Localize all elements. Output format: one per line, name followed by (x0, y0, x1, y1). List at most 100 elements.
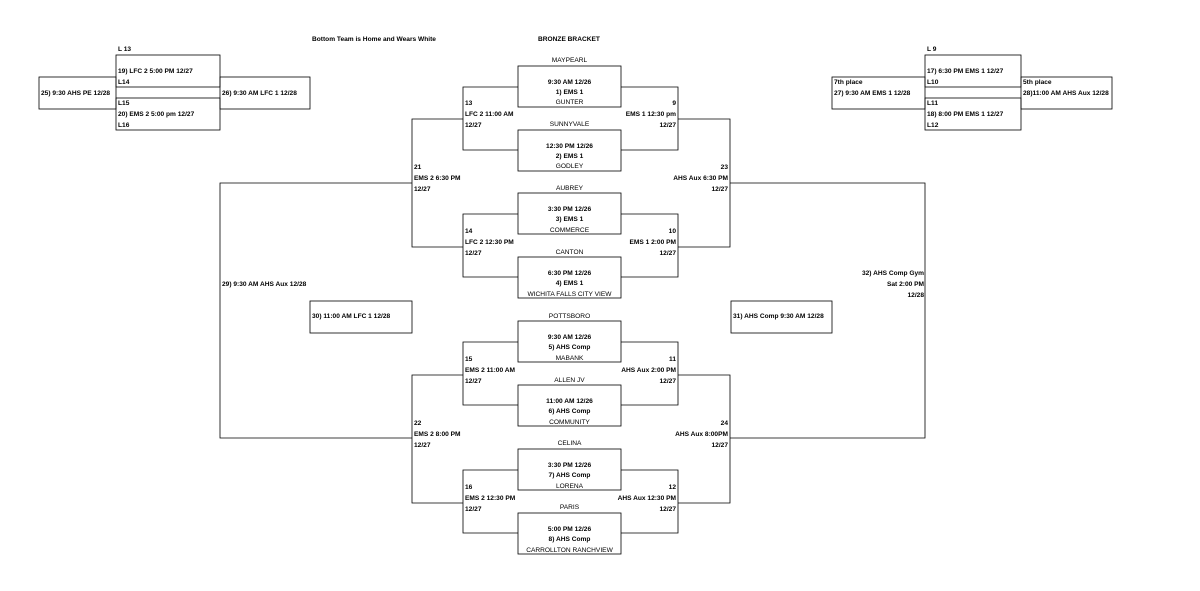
game-10-number: 10 (668, 228, 676, 235)
team-godley: GODLEY (555, 163, 584, 170)
game-11-number: 11 (669, 356, 676, 363)
game-24-connector (678, 374, 731, 504)
game-28-box (1020, 76, 1113, 110)
game-25-label: 25) 9:30 AHS PE 12/28 (41, 90, 111, 97)
game-15-connector (462, 341, 518, 406)
game-9-number: 9 (672, 100, 676, 107)
game-22-number: 22 (414, 420, 422, 427)
game-32-line2: Sat 2:00 PM (886, 281, 924, 288)
game-6-box (517, 384, 622, 427)
loser-16-label: L16 (118, 122, 130, 129)
game-23-connector (678, 118, 731, 248)
game-6-label: 6) AHS Comp (548, 408, 591, 415)
game-15-date: 12/27 (465, 378, 482, 385)
game-4-time: 6:30 PM 12/26 (547, 270, 592, 277)
game-17-box (924, 54, 1022, 88)
game-22-connector (411, 374, 463, 504)
seventh-place-label: 7th place (834, 79, 863, 86)
game-23-number: 23 (720, 164, 728, 171)
team-community: COMMUNITY (549, 419, 590, 426)
game-5-time: 9:30 AM 12/26 (547, 334, 592, 341)
game-28-label: 28)11:00 AM AHS Aux 12/28 (1023, 90, 1109, 97)
game-6-time: 11:00 AM 12/26 (546, 398, 593, 405)
game-2-time: 12:30 PM 12/26 (546, 143, 593, 150)
loser-10-label: L10 (927, 79, 939, 86)
game-31-label: 31) AHS Comp 9:30 AM 12/28 (733, 313, 824, 320)
game-13-connector (462, 86, 518, 151)
fifth-place-label: 5th place (1023, 79, 1052, 86)
game-9-connector (621, 86, 679, 151)
loser-11-label: L11 (927, 100, 938, 107)
game-8-label: 8) AHS Comp (548, 536, 591, 543)
game-27-label: 27) 9:30 AM EMS 1 12/28 (834, 90, 911, 97)
game-30-box (309, 300, 413, 334)
game-12-number: 12 (668, 484, 676, 491)
game-21-number: 21 (414, 164, 422, 171)
team-mabank: MABANK (555, 355, 584, 362)
game-24-date: 12/27 (711, 442, 728, 449)
game-16-date: 12/27 (465, 506, 482, 513)
game-30-label: 30) 11:00 AM LFC 1 12/28 (312, 313, 391, 320)
game-32-line1: 32) AHS Comp Gym (861, 270, 924, 277)
game-13-date: 12/27 (465, 122, 482, 129)
game-12-date: 12/27 (659, 506, 676, 513)
team-lorena: LORENA (555, 483, 584, 490)
team-commerce: COMMERCE (549, 227, 590, 234)
game-14-date: 12/27 (465, 250, 482, 257)
game-18-label: 18) 8:00 PM EMS 1 12/27 (927, 111, 1004, 118)
game-32-line3: 12/28 (907, 292, 924, 299)
loser-14-label: L14 (118, 79, 130, 86)
game-26-label: 26) 9:30 AM LFC 1 12/28 (222, 90, 297, 97)
game-27-box (831, 76, 926, 110)
home-team-note: Bottom Team is Home and Wears White (312, 36, 436, 43)
game-21-connector (411, 118, 463, 248)
game-1-label: 1) EMS 1 (555, 89, 584, 96)
game-11-connector (621, 341, 679, 406)
game-9-site: EMS 1 12:30 pm (625, 111, 676, 118)
game-24-number: 24 (720, 420, 728, 427)
team-carrollton-ranchview: CARROLLTON RANCHVIEW (526, 547, 613, 554)
game-22-site: EMS 2 8:00 PM (414, 431, 461, 438)
game-22-date: 12/27 (414, 442, 431, 449)
game-3-time: 3:30 PM 12/26 (547, 206, 592, 213)
game-19-box (115, 54, 221, 88)
game-32-connector (730, 182, 926, 439)
game-25-box (38, 76, 117, 110)
game-23-site: AHS Aux 6:30 PM (673, 175, 728, 182)
game-18-box (924, 97, 1022, 131)
team-wichita-falls-city-view: WICHITA FALLS CITY VIEW (527, 291, 612, 298)
loser-9-label: L 9 (927, 46, 937, 53)
game-24-site: AHS Aux 8:00PM (675, 431, 728, 438)
game-31-box (730, 300, 833, 334)
game-15-number: 15 (465, 356, 473, 363)
game-29-connector (219, 182, 412, 439)
team-pottsboro: POTTSBORO (548, 313, 591, 320)
game-10-connector (621, 213, 679, 278)
game-14-connector (462, 213, 518, 278)
team-canton: CANTON (555, 249, 584, 256)
game-1-time: 9:30 AM 12/26 (547, 79, 592, 86)
team-sunnyvale: SUNNYVALE (549, 121, 590, 128)
game-13-number: 13 (465, 100, 473, 107)
game-11-site: AHS Aux 2:00 PM (621, 367, 676, 374)
game-26-box (219, 76, 311, 110)
game-3-box (517, 192, 622, 235)
game-11-date: 12/27 (659, 378, 676, 385)
team-gunter: GUNTER (555, 99, 584, 106)
game-2-label: 2) EMS 1 (555, 153, 584, 160)
game-16-site: EMS 2 12:30 PM (465, 495, 516, 502)
game-23-date: 12/27 (711, 186, 728, 193)
game-1-box (517, 65, 622, 108)
game-7-time: 3:30 PM 12/26 (547, 462, 592, 469)
game-14-number: 14 (465, 228, 473, 235)
game-29-label: 29) 9:30 AM AHS Aux 12/28 (222, 281, 307, 288)
team-allen-jv: ALLEN JV (554, 377, 585, 384)
game-20-box (115, 97, 221, 131)
team-maypearl: MAYPEARL (551, 57, 588, 64)
loser-13-label: L 13 (118, 46, 132, 53)
game-7-label: 7) AHS Comp (548, 472, 591, 479)
team-aubrey: AUBREY (555, 185, 584, 192)
game-10-site: EMS 1 2:00 PM (629, 239, 676, 246)
loser-12-label: L12 (927, 122, 939, 129)
bracket-title: BRONZE BRACKET (538, 36, 600, 43)
